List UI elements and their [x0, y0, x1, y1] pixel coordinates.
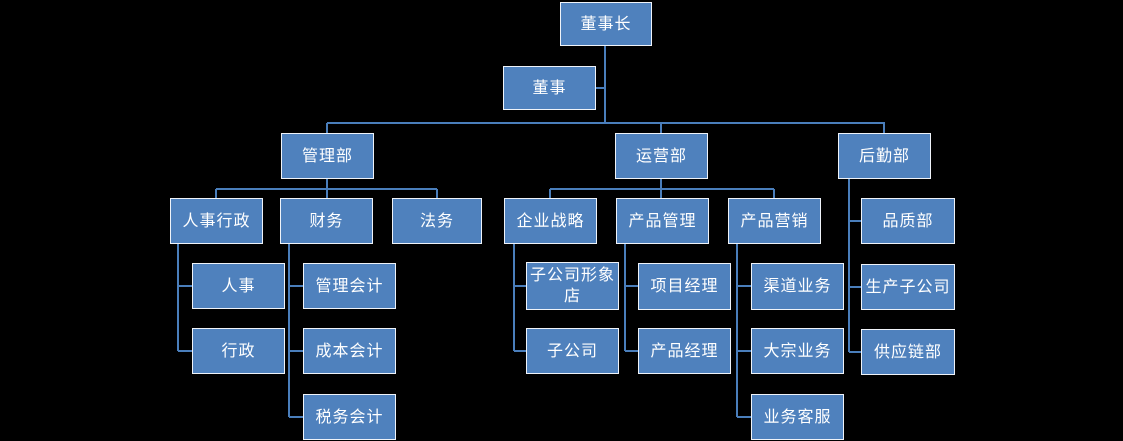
org-node-subsidiary: 子公司 [526, 328, 619, 374]
connector-segment [326, 189, 328, 198]
connector-segment [514, 285, 526, 287]
org-node-management-dept: 管理部 [281, 133, 374, 179]
org-node-board-director: 董事 [503, 66, 596, 110]
connector-segment [596, 87, 605, 89]
org-node-quality-dept: 品质部 [861, 198, 955, 244]
connector-segment [625, 285, 638, 287]
org-node-hr-admin-dept: 人事行政 [170, 198, 263, 244]
org-node-product-management: 产品管理 [616, 198, 709, 244]
connector-segment [178, 350, 192, 352]
org-node-hr: 人事 [192, 263, 285, 309]
org-node-product-manager: 产品经理 [638, 328, 731, 374]
connector-segment [773, 189, 775, 198]
connector-segment [604, 46, 606, 123]
org-node-operations-dept: 运营部 [615, 133, 708, 179]
connector-segment [737, 416, 751, 418]
connector-segment [737, 350, 751, 352]
connector-segment [289, 350, 303, 352]
org-node-legal-dept: 法务 [392, 198, 482, 244]
org-node-chairman: 董事长 [560, 2, 652, 46]
org-node-admin: 行政 [192, 328, 285, 374]
org-node-management-accounting: 管理会计 [303, 263, 396, 309]
org-node-business-customer-service: 业务客服 [751, 394, 844, 440]
connector-segment [326, 123, 328, 133]
org-node-logistics-dept: 后勤部 [838, 133, 931, 179]
connector-segment [178, 285, 192, 287]
connector-segment [513, 244, 515, 351]
connector-segment [849, 351, 861, 353]
connector-segment [660, 189, 662, 198]
org-node-finance-dept: 财务 [280, 198, 373, 244]
connector-segment [326, 179, 328, 189]
connector-segment [550, 188, 774, 190]
org-node-tax-accounting: 税务会计 [303, 394, 396, 440]
connector-segment [514, 350, 526, 352]
org-node-cost-accounting: 成本会计 [303, 328, 396, 374]
org-node-product-marketing: 产品营销 [728, 198, 821, 244]
connector-segment [660, 179, 662, 189]
connector-segment [736, 244, 738, 417]
org-node-subsidiary-image-store: 子公司形象店 [526, 262, 619, 310]
connector-segment [737, 285, 751, 287]
connector-segment [177, 244, 179, 351]
connector-segment [289, 285, 303, 287]
connector-segment [624, 244, 626, 351]
connector-segment [660, 123, 662, 133]
connector-segment [549, 189, 551, 198]
connector-segment [215, 189, 217, 198]
connector-segment [436, 189, 438, 198]
org-node-production-subsidiary: 生产子公司 [861, 264, 955, 310]
connector-segment [849, 220, 861, 222]
connector-segment [849, 286, 861, 288]
connector-segment [625, 350, 638, 352]
org-node-corporate-strategy: 企业战略 [504, 198, 597, 244]
connector-segment [288, 244, 290, 417]
connector-segment [883, 123, 885, 133]
connector-segment [289, 416, 303, 418]
connector-segment [848, 179, 850, 352]
org-node-bulk-business: 大宗业务 [751, 328, 844, 374]
org-node-project-manager: 项目经理 [638, 263, 731, 310]
connector-segment [327, 122, 885, 124]
org-node-supply-chain-dept: 供应链部 [861, 329, 955, 375]
org-node-channel-business: 渠道业务 [751, 263, 844, 310]
